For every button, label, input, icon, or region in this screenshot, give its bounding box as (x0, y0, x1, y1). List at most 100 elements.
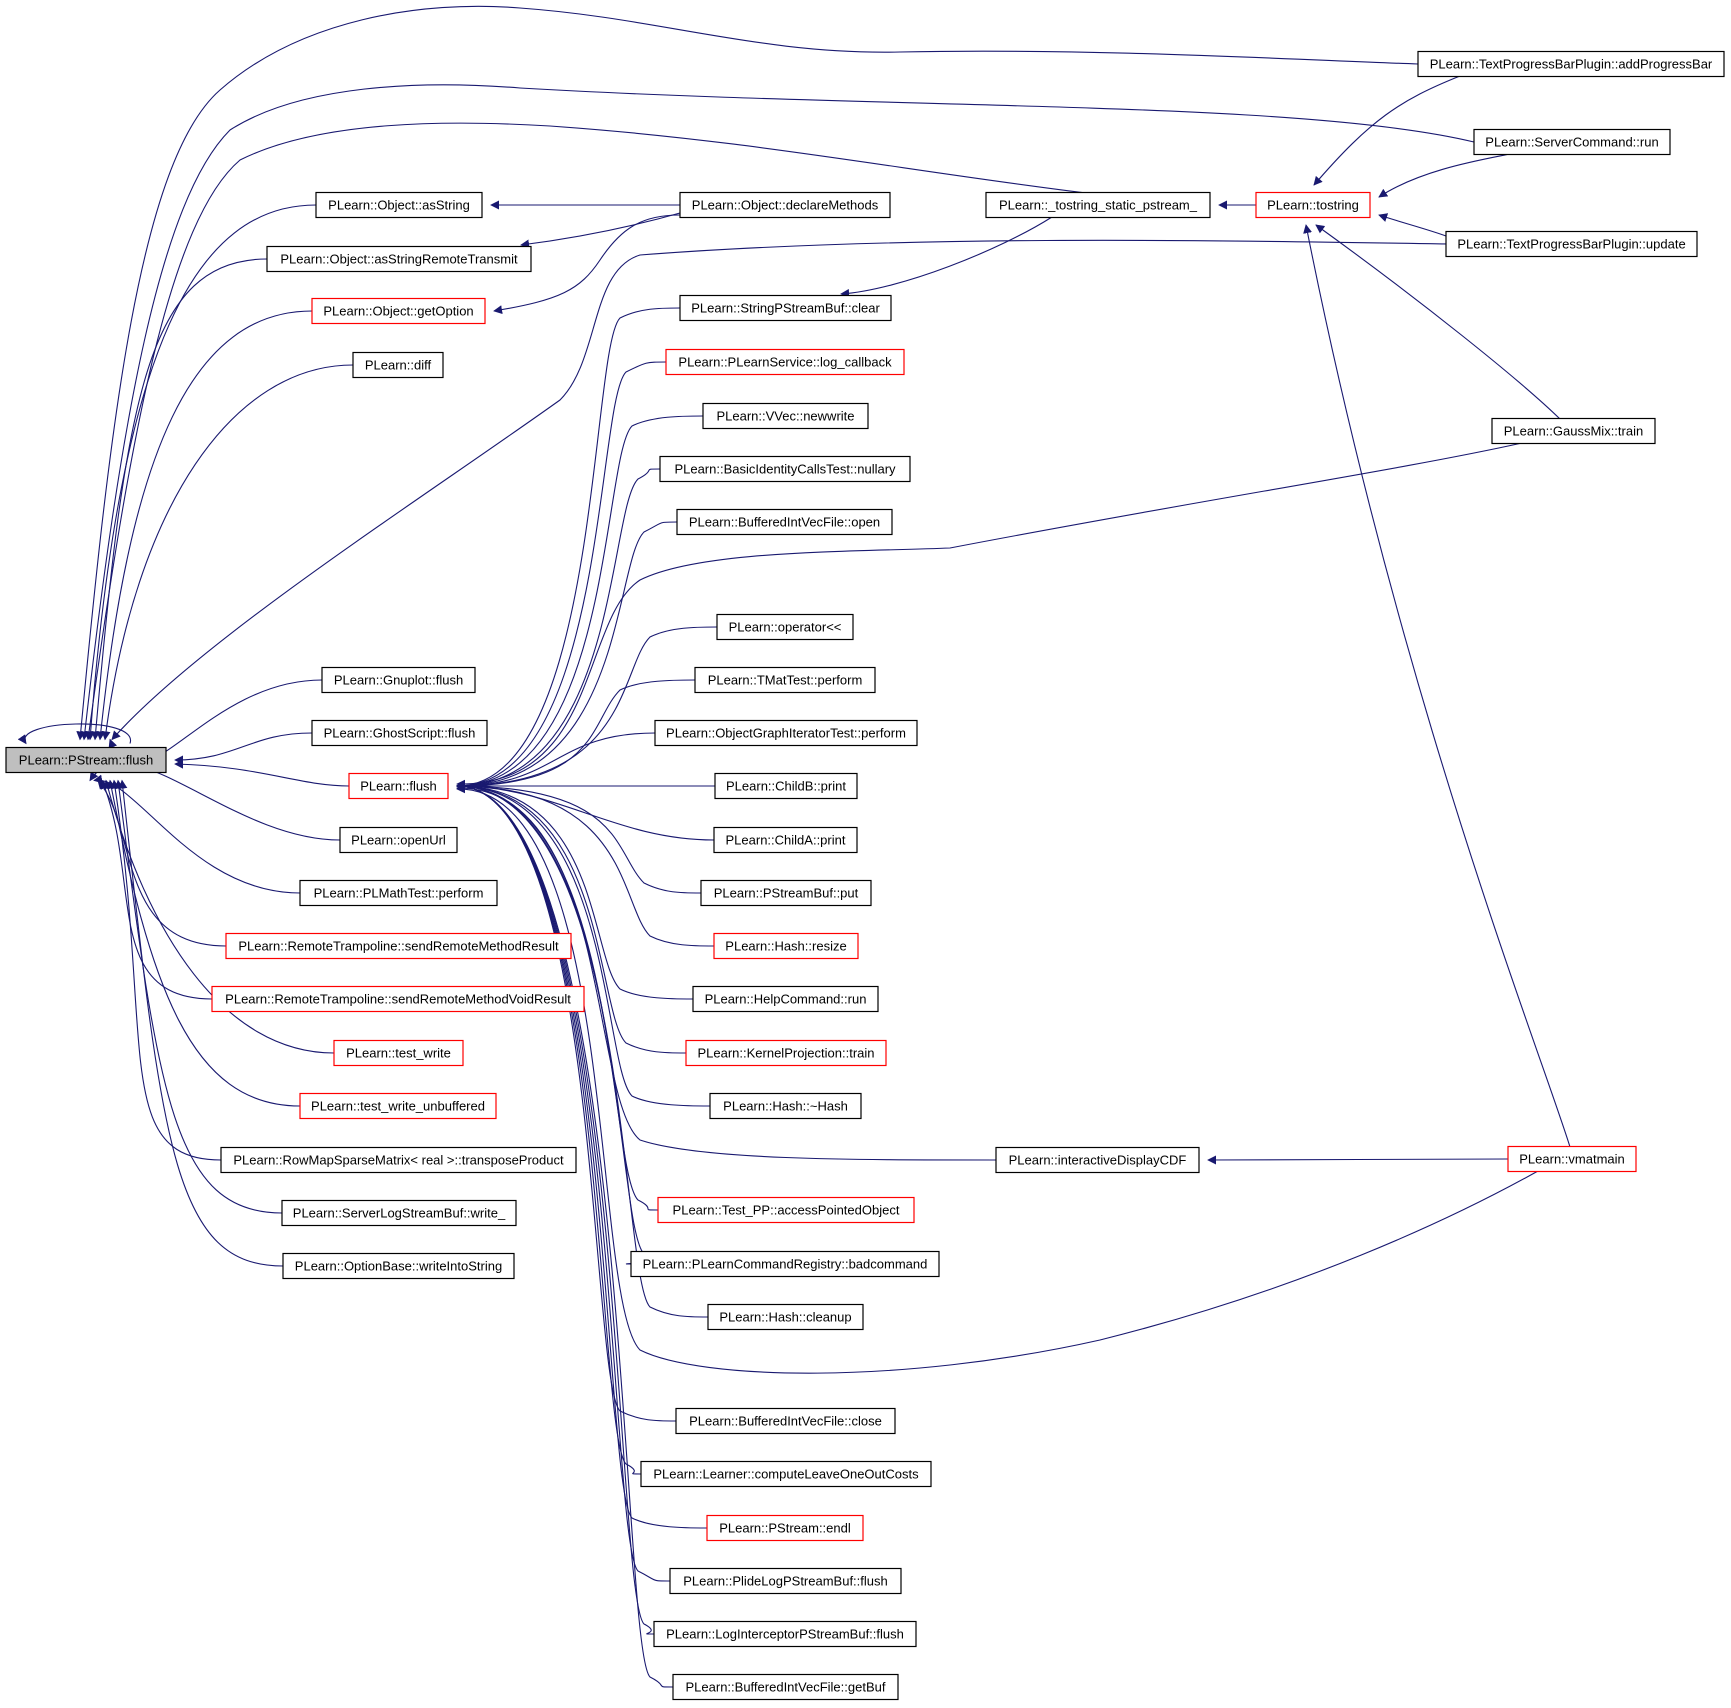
node-nullary[interactable]: PLearn::BasicIdentityCallsTest::nullary (659, 455, 911, 483)
edge-root-optionbase (118, 779, 284, 1267)
node-endl[interactable]: PLearn::PStream::endl (706, 1514, 864, 1542)
node-box (1507, 1145, 1637, 1173)
node-box (716, 613, 854, 641)
node-logint[interactable]: PLearn::LogInterceptorPStreamBuf::flush (653, 1620, 917, 1648)
node-logcb[interactable]: PLearn::PLearnService::log_callback (665, 348, 905, 376)
edge-spsbclear-tss (840, 216, 1053, 298)
node-label: PLearn::tostring (1267, 198, 1359, 213)
node-label: PLearn::PStream::flush (19, 753, 153, 768)
node-rowmap[interactable]: PLearn::RowMapSparseMatrix< real >::tran… (220, 1146, 577, 1174)
node-tostring[interactable]: PLearn::tostring (1255, 191, 1371, 219)
node-vmatmain[interactable]: PLearn::vmatmain (1507, 1145, 1637, 1173)
node-testwrite[interactable]: PLearn::test_write (333, 1039, 464, 1067)
node-box (315, 191, 483, 219)
node-box (995, 1146, 1200, 1174)
node-box (266, 245, 532, 273)
node-newwrite[interactable]: PLearn::VVec::newwrite (702, 402, 869, 430)
node-getOption[interactable]: PLearn::Object::getOption (311, 297, 486, 325)
edge-flush-helprun (456, 781, 694, 1000)
node-flush[interactable]: PLearn::flush (348, 772, 449, 800)
node-bivfclose[interactable]: PLearn::BufferedIntVecFile::close (675, 1407, 896, 1435)
node-box (702, 402, 869, 430)
node-label: PLearn::RemoteTrampoline::sendRemoteMeth… (238, 939, 559, 954)
node-tmat[interactable]: PLearn::TMatTest::perform (694, 666, 876, 694)
node-box (311, 297, 486, 325)
node-psbput[interactable]: PLearn::PStreamBuf::put (700, 879, 872, 907)
node-hashresize[interactable]: PLearn::Hash::resize (713, 932, 859, 960)
node-optionbase[interactable]: PLearn::OptionBase::writeIntoString (282, 1252, 515, 1280)
node-tss[interactable]: PLearn::_tostring_static_pstream_ (985, 191, 1211, 219)
node-badcmd[interactable]: PLearn::PLearnCommandRegistry::badcomman… (630, 1250, 940, 1278)
node-label: PLearn::TextProgressBarPlugin::update (1457, 237, 1685, 252)
edge-flush-ogit (456, 732, 656, 791)
edge-flush-gmtrain (456, 442, 1523, 789)
node-tpbupdate[interactable]: PLearn::TextProgressBarPlugin::update (1445, 230, 1698, 258)
node-sendRMVR[interactable]: PLearn::RemoteTrampoline::sendRemoteMeth… (211, 985, 585, 1013)
node-label: PLearn::GaussMix::train (1504, 424, 1643, 439)
node-ghost[interactable]: PLearn::GhostScript::flush (311, 719, 488, 747)
edge-root-sendRMR (97, 779, 227, 947)
node-box (694, 666, 876, 694)
edge-flush-spsbclear (456, 307, 681, 791)
node-box (281, 1199, 517, 1227)
node-label: PLearn::ChildA::print (726, 833, 846, 848)
node-label: PLearn::Hash::cleanup (719, 1310, 851, 1325)
node-label: PLearn::StringPStreamBuf::clear (691, 301, 880, 316)
edge-root-flush (174, 759, 350, 787)
node-openUrl[interactable]: PLearn::openUrl (339, 826, 458, 854)
node-box (685, 1039, 887, 1067)
node-label: PLearn::TMatTest::perform (708, 673, 863, 688)
edge-root-diff (101, 364, 354, 741)
node-diff[interactable]: PLearn::diff (352, 351, 444, 379)
edge-tostring-addpb (1313, 75, 1461, 186)
edge-flush-hashdtor (456, 781, 711, 1107)
node-declareMethods[interactable]: PLearn::Object::declareMethods (679, 191, 891, 219)
node-label: PLearn::operator<< (729, 620, 842, 635)
node-sendRMR[interactable]: PLearn::RemoteTrampoline::sendRemoteMeth… (225, 932, 572, 960)
node-kptrain[interactable]: PLearn::KernelProjection::train (685, 1039, 887, 1067)
node-learner[interactable]: PLearn::Learner::computeLeaveOneOutCosts (640, 1460, 932, 1488)
edge-flush-endl (456, 781, 708, 1529)
node-gmtrain[interactable]: PLearn::GaussMix::train (1491, 417, 1656, 445)
edge-root-asString (86, 204, 317, 741)
node-gnuplot[interactable]: PLearn::Gnuplot::flush (321, 666, 476, 694)
node-serverlog[interactable]: PLearn::ServerLogStreamBuf::write_ (281, 1199, 517, 1227)
node-label: PLearn::PStream::endl (719, 1521, 851, 1536)
node-label: PLearn::Object::asStringRemoteTransmit (280, 252, 518, 267)
node-bivfopen[interactable]: PLearn::BufferedIntVecFile::open (676, 508, 893, 536)
node-hashcleanup[interactable]: PLearn::Hash::cleanup (707, 1303, 864, 1331)
node-childA[interactable]: PLearn::ChildA::print (713, 826, 858, 854)
node-label: PLearn::Object::declareMethods (692, 198, 879, 213)
edge-flush-newwrite (456, 415, 704, 791)
edge-root-testwriteu (107, 779, 301, 1107)
node-box (653, 1620, 917, 1648)
node-helprun[interactable]: PLearn::HelpCommand::run (692, 985, 879, 1013)
node-box (220, 1146, 577, 1174)
node-asStringRT[interactable]: PLearn::Object::asStringRemoteTransmit (266, 245, 532, 273)
node-testpp[interactable]: PLearn::Test_PP::accessPointedObject (657, 1196, 915, 1224)
node-label: PLearn::BasicIdentityCallsTest::nullary (674, 462, 896, 477)
node-plide[interactable]: PLearn::PlideLogPStreamBuf::flush (669, 1567, 902, 1595)
node-root[interactable]: PLearn::PStream::flush (5, 746, 167, 774)
node-getbuf[interactable]: PLearn::BufferedIntVecFile::getBuf (672, 1673, 899, 1701)
node-spsbclear[interactable]: PLearn::StringPStreamBuf::clear (679, 294, 892, 322)
node-hashdtor[interactable]: PLearn::Hash::~Hash (709, 1092, 862, 1120)
node-oplt[interactable]: PLearn::operator<< (716, 613, 854, 641)
node-label: PLearn::LogInterceptorPStreamBuf::flush (666, 1627, 904, 1642)
edge-flush-getbuf (456, 781, 674, 1688)
node-childB[interactable]: PLearn::ChildB::print (714, 772, 858, 800)
node-ogit[interactable]: PLearn::ObjectGraphIteratorTest::perform (654, 719, 918, 747)
edge-tostring-gmtrain (1315, 224, 1561, 420)
node-addpb[interactable]: PLearn::TextProgressBarPlugin::addProgre… (1417, 50, 1725, 78)
node-box (654, 719, 918, 747)
node-box (707, 1303, 864, 1331)
node-label: PLearn::PlideLogPStreamBuf::flush (683, 1574, 888, 1589)
edge-root-asStringRT (91, 258, 268, 741)
node-idcdf[interactable]: PLearn::interactiveDisplayCDF (995, 1146, 1200, 1174)
edge-flush-tmat (456, 679, 696, 791)
node-scrun[interactable]: PLearn::ServerCommand::run (1473, 128, 1671, 156)
node-asString[interactable]: PLearn::Object::asString (315, 191, 483, 219)
node-testwriteu[interactable]: PLearn::test_write_unbuffered (299, 1092, 497, 1120)
node-plmath[interactable]: PLearn::PLMathTest::perform (299, 879, 498, 907)
